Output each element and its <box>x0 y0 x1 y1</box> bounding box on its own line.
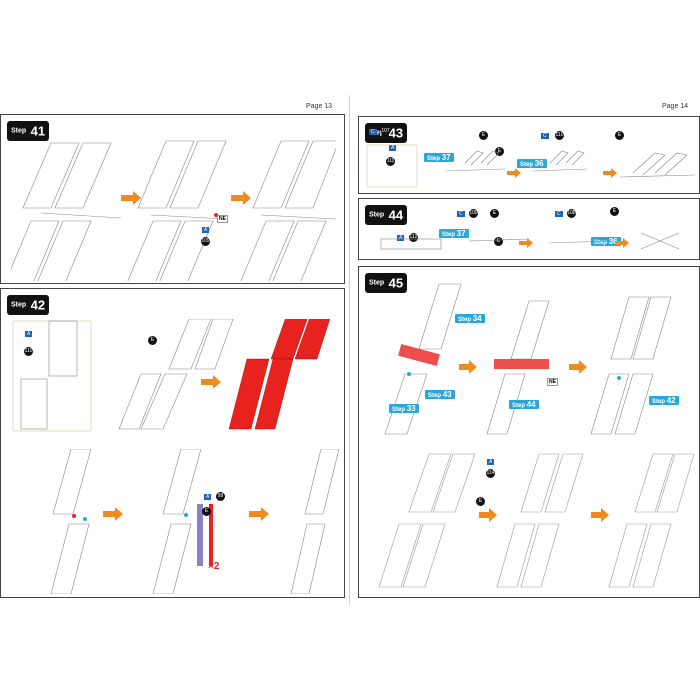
step-42-top-diagram <box>12 319 331 432</box>
part-109: 109 <box>201 237 210 246</box>
page-number-14: Page 14 <box>662 103 689 110</box>
part-108: 108 <box>567 209 576 218</box>
part-letter-a: A <box>487 459 495 465</box>
ref-step-34: Step 34 <box>455 314 485 323</box>
part-107: 107 <box>381 127 390 136</box>
c-tag-1: C <box>369 129 377 135</box>
ref-step-33: Step 33 <box>389 404 419 413</box>
part-letter-a: A <box>389 145 397 151</box>
part-letter-a: A <box>202 227 210 233</box>
part-letter-a: A <box>25 331 33 337</box>
ref-step-37: Step 37 <box>424 153 454 162</box>
connector-e3: E <box>494 237 503 246</box>
connector-e2: E <box>610 207 619 216</box>
step-41-panel: Step 41 NE A 109 <box>0 114 345 284</box>
step-43-panel: Step 43 C 107 E C 110 E A 111 E Step 37 … <box>358 116 700 194</box>
step-45-bottom-diagram <box>378 453 694 588</box>
part-111: 111 <box>386 157 395 166</box>
part-letter-a: A <box>397 235 405 241</box>
ref-step-43: Step 43 <box>425 390 455 399</box>
part-letter-a2: A <box>204 494 212 500</box>
step-44-panel: Step 44 C 109 E C 108 E A 112 E Step 37 … <box>358 198 700 260</box>
part-99: 99 <box>216 492 225 501</box>
c-tag-1: C <box>457 211 465 217</box>
page-divider <box>349 95 350 605</box>
step-42-panel: Step 42 A 110 E A 99 E ×2 <box>0 288 345 598</box>
part-109: 109 <box>469 209 478 218</box>
step-45-top-diagram <box>384 283 672 435</box>
connector-e2: E <box>202 507 211 516</box>
ne-label: NE <box>547 378 558 386</box>
part-110: 110 <box>24 347 33 356</box>
ref-step-44: Step 44 <box>509 400 539 409</box>
connector-e: E <box>476 497 485 506</box>
step-43-diagram <box>366 144 695 188</box>
connector-e: E <box>148 336 157 345</box>
step-42-bottom-diagram <box>50 449 340 594</box>
step-41-diagram <box>11 140 336 281</box>
c-tag-2: C <box>555 211 563 217</box>
step-44-diagram <box>380 232 680 250</box>
step-44-tag: Step 44 <box>365 205 408 225</box>
connector-e2: E <box>615 131 624 140</box>
step-41-tag: Step 41 <box>7 121 50 141</box>
ref-step-42: Step 42 <box>649 396 679 405</box>
ref-step-37: Step 37 <box>439 229 469 238</box>
step-45-panel: Step 45 Step 34 Step 43 Step 33 Step 44 … <box>358 266 700 598</box>
step-45-tag: Step 45 <box>365 273 408 293</box>
ref-step-36: Step 36 <box>591 237 621 246</box>
part-112: 112 <box>409 233 418 242</box>
quantity-x2: ×2 <box>208 561 220 572</box>
step-42-tag: Step 42 <box>7 295 50 315</box>
ref-step-36: Step 36 <box>517 159 547 168</box>
page-number-13: Page 13 <box>306 103 333 110</box>
connector-e3: E <box>495 147 504 156</box>
c-tag-2: C <box>541 133 549 139</box>
connector-e1: E <box>490 209 499 218</box>
ne-label: NE <box>217 215 228 223</box>
part-114: 114 <box>486 469 495 478</box>
connector-e1: E <box>479 131 488 140</box>
part-110: 110 <box>555 131 564 140</box>
